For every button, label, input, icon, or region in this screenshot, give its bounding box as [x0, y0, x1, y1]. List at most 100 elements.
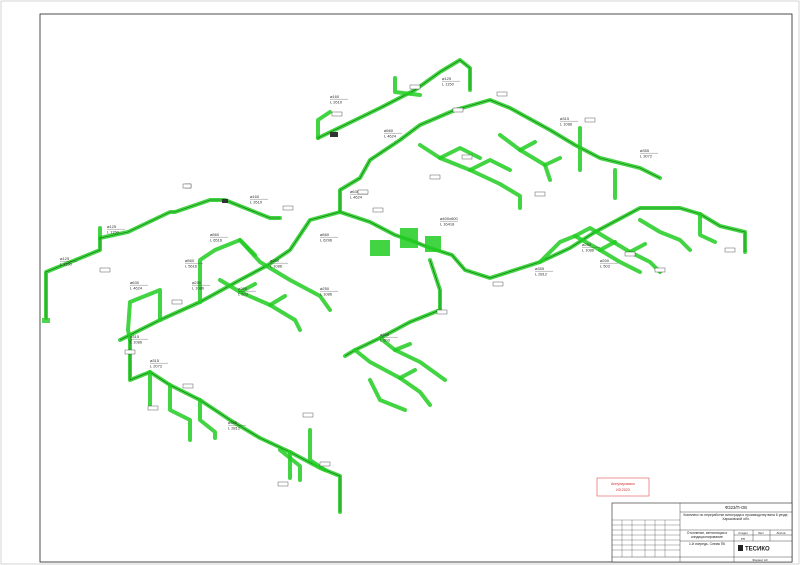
dimension-label-diameter: ⌀200: [600, 258, 610, 263]
dimension-label-length: L 4624: [130, 286, 143, 291]
sheets-header: Листов: [776, 531, 786, 535]
dimension-label-diameter: ⌀630: [130, 280, 140, 285]
sheet-frame: [39, 13, 793, 563]
dimension-label-diameter: ⌀125: [442, 76, 452, 81]
dimension-label-diameter: ⌀250: [192, 280, 202, 285]
dimension-label-length: L 2812: [228, 426, 241, 431]
sheet-format: Формат A3: [752, 558, 767, 562]
dimension-label-length: L 1086: [130, 340, 143, 345]
dimension-label-length: L 2812: [535, 272, 548, 277]
dimension-label-diameter: ⌀355: [228, 420, 238, 425]
dimension-label-length: L 503: [600, 264, 611, 269]
dimension-label-diameter: ⌀250: [582, 242, 592, 247]
dimension-label-diameter: ⌀560: [185, 258, 195, 263]
stage-header: Стадия: [738, 531, 748, 535]
dimension-label-diameter: ⌀200: [238, 286, 248, 291]
dimension-label-diameter: ⌀400x600: [440, 216, 459, 221]
section-name: Отопление, вентиляция и кондиционировани…: [686, 531, 728, 539]
company-logo: ТЕСИКО: [738, 545, 770, 553]
dimension-label-diameter: ⌀315: [130, 334, 140, 339]
dimension-label-length: L 1086: [582, 248, 595, 253]
dimension-label-diameter: ⌀355: [640, 148, 650, 153]
dimension-label-length: L 2610: [330, 100, 343, 105]
duct-branch-north-subs: [418, 133, 562, 210]
dimension-label-diameter: ⌀160: [250, 194, 260, 199]
dimension-label-length: L 6296: [320, 238, 333, 243]
drawing-code: ФЗ23/П-ОВ: [725, 505, 747, 510]
duct-branch-south: [343, 258, 447, 412]
duct-branch-west-subs: [126, 238, 332, 342]
dimension-label-length: L 2610: [250, 200, 263, 205]
company-name: ТЕСИКО: [745, 547, 770, 553]
dimension-label-length: L 1086: [192, 286, 205, 291]
duct-tags: [99, 84, 736, 487]
dimension-label-length: L 503: [238, 292, 249, 297]
stage-value: РП: [741, 537, 745, 541]
stamp-line-1: Аннулировано: [611, 482, 635, 486]
duct-branch-north: [316, 58, 662, 214]
dimension-label-length: L 1086: [270, 264, 283, 269]
dimension-label-length: L 1086: [320, 292, 333, 297]
dimension-label-length: L 1086: [560, 122, 573, 127]
dimension-label-diameter: ⌀125: [60, 256, 70, 261]
stamp-line-2: ИЗ.2023: [616, 488, 630, 492]
dimension-label-diameter: ⌀560: [384, 128, 394, 133]
title-block: ФЗ23/П-ОВ Комплекс по переработке виногр…: [611, 502, 793, 563]
cancel-stamp: Аннулировано ИЗ.2023: [596, 477, 650, 497]
dimension-label-diameter: ⌀315: [560, 116, 570, 121]
dimension-label-diameter: ⌀560: [320, 232, 330, 237]
dimension-label-length: L 6516: [210, 238, 223, 243]
dimension-label-length: L 4624: [384, 134, 397, 139]
duct-trunk-main: [118, 206, 747, 342]
dimension-label-diameter: ⌀560: [210, 232, 220, 237]
dimension-label-diameter: ⌀250: [320, 286, 330, 291]
dimension-label-length: L 16418: [440, 222, 455, 227]
sheet-header: Лист: [758, 531, 765, 535]
duct-branch-east: [538, 212, 717, 274]
project-name: Комплекс по переработке винограда и прои…: [683, 513, 789, 521]
dimension-label-diameter: ⌀315: [150, 358, 160, 363]
dimension-label-diameter: ⌀200: [380, 332, 390, 337]
dimension-label-length: L 4624: [350, 195, 363, 200]
dimension-label-length: L 503: [380, 338, 391, 343]
dimension-label-length: L 1150: [442, 82, 455, 87]
dimension-label-length: L 5616: [185, 264, 198, 269]
dimension-label-diameter: ⌀160: [330, 94, 340, 99]
dimension-label-diameter: ⌀355: [535, 266, 545, 271]
dimension-label-length: L 3072: [640, 154, 653, 159]
duct-branch-southwest: [128, 338, 342, 514]
dimension-label-diameter: ⌀630: [350, 189, 360, 194]
dimension-label-diameter: ⌀125: [107, 224, 117, 229]
sheet-name: 1-й очередь. Схема П6: [688, 542, 726, 546]
dimension-label-length: L 1150: [107, 230, 120, 235]
dimension-label-length: L 1150: [60, 262, 73, 267]
duct-network: [42, 58, 747, 514]
